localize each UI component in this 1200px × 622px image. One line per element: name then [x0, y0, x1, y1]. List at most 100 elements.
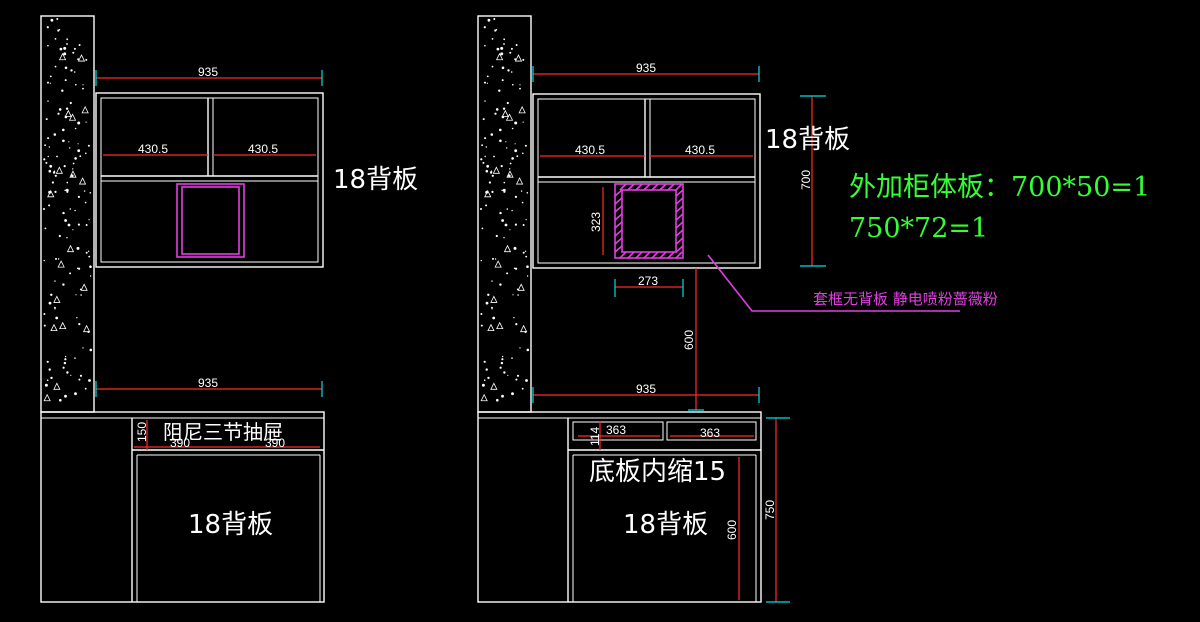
speckle-dot: [75, 294, 77, 296]
speckle-dot: [510, 71, 513, 73]
hatch-line: [675, 245, 684, 253]
speckle-dot: [521, 201, 524, 204]
speckle-dot: [63, 46, 67, 50]
speckle-dot: [501, 189, 504, 192]
speckle-triangle: [480, 393, 488, 402]
speckle-dot: [500, 361, 504, 365]
hatch-line: [675, 197, 684, 205]
hatch-line: [675, 183, 683, 191]
speckle-dot: [70, 374, 72, 376]
speckle-dot: [514, 121, 518, 125]
speckle-dot: [73, 47, 76, 50]
speckle-triangle: [506, 170, 514, 178]
speckle-dot: [511, 392, 514, 396]
hatch-line: [667, 183, 675, 191]
speckle-dot: [512, 294, 514, 296]
speckle-triangle: [50, 323, 58, 332]
speckle-dot: [63, 361, 67, 365]
speckle-dot: [526, 192, 529, 194]
speckle-dot: [77, 143, 79, 145]
left-base-cabinet: [40, 411, 325, 603]
speckle-dot: [522, 152, 524, 155]
speckle-dot: [69, 208, 72, 210]
right-drawer-left: 363: [606, 423, 626, 437]
right-cabinet-height: 700: [799, 170, 813, 190]
speckle-dot: [77, 121, 81, 125]
speckle-dot: [66, 43, 68, 45]
left-drawer-left: 390: [170, 436, 190, 450]
speckle-dot: [503, 190, 506, 193]
speckle-dot: [59, 47, 63, 51]
hatch-line: [619, 251, 627, 259]
speckle-dot: [501, 358, 504, 361]
speckle-dot: [491, 38, 494, 40]
speckle-dot: [488, 181, 491, 184]
speckle-dot: [496, 398, 499, 402]
speckle-triangle: [58, 52, 67, 61]
hatch-line: [614, 237, 623, 245]
speckle-dot: [78, 378, 81, 381]
speckle-triangle: [494, 260, 502, 268]
speckle-dot: [48, 204, 51, 207]
speckle-dot: [495, 108, 499, 111]
speckle-dot: [493, 18, 496, 20]
speckle-dot: [519, 347, 521, 349]
left-elevation: 935 430.5 430.5 18背板 935 150: [40, 15, 418, 603]
hatch-line: [675, 189, 684, 197]
speckle-dot: [79, 374, 83, 377]
speckle-dot: [517, 294, 519, 296]
hatch-line: [667, 251, 675, 259]
speckle-dot: [66, 371, 69, 374]
speckle-triangle: [81, 105, 89, 114]
speckle-dot: [47, 81, 49, 84]
speckle-dot: [77, 149, 81, 153]
speckle-dot: [88, 255, 91, 258]
speckle-dot: [504, 223, 508, 227]
speckle-triangle: [47, 189, 55, 198]
speckle-dot: [495, 234, 498, 238]
hatch-line: [659, 251, 667, 259]
speckle-dot: [47, 44, 49, 47]
speckle-dot: [62, 283, 65, 286]
speckle-dot: [76, 246, 80, 250]
speckle-dot: [484, 81, 486, 84]
right-gap-height: 600: [682, 330, 696, 350]
speckle-dot: [485, 368, 488, 371]
speckle-dot: [491, 306, 493, 309]
hatch-line: [614, 189, 623, 197]
right-upper-cabinet-inner: [537, 98, 756, 264]
speckle-dot: [63, 52, 67, 56]
speckle-dot: [53, 170, 56, 172]
right-top-width: 935: [636, 61, 656, 75]
speckle-dot: [89, 275, 92, 277]
speckle-triangle: [484, 189, 492, 198]
speckle-dot: [44, 383, 48, 387]
speckle-dot: [481, 383, 485, 387]
speckle-triangle: [66, 244, 75, 253]
speckle-dot: [513, 246, 517, 250]
speckle-dot: [45, 161, 48, 164]
right-frame-note: 套框无背板 静电喷粉蔷薇粉: [813, 290, 998, 308]
speckle-dot: [503, 237, 505, 239]
speckle-dot: [77, 223, 80, 226]
right-wall-texture: [480, 18, 530, 402]
speckle-triangle: [501, 109, 509, 118]
speckle-dot: [55, 257, 57, 260]
speckle-dot: [66, 190, 69, 193]
speckle-dot: [48, 368, 51, 371]
speckle-dot: [88, 219, 90, 221]
speckle-dot: [72, 229, 74, 231]
speckle-dot: [485, 146, 487, 148]
speckle-dot: [511, 357, 513, 359]
speckle-dot: [89, 192, 92, 194]
speckle-dot: [491, 174, 494, 177]
right-elevation: 935 430.5 430.5 323 273 套框无背板 静电喷粉蔷薇粉 70…: [477, 15, 1150, 603]
hatch-line: [635, 251, 643, 259]
speckle-dot: [483, 360, 486, 363]
right-frame-height: 323: [589, 212, 603, 232]
speckle-dot: [64, 66, 68, 70]
speckle-dot: [487, 376, 490, 380]
hatch-line: [614, 197, 623, 205]
speckle-dot: [482, 161, 485, 164]
speckle-dot: [492, 257, 494, 260]
